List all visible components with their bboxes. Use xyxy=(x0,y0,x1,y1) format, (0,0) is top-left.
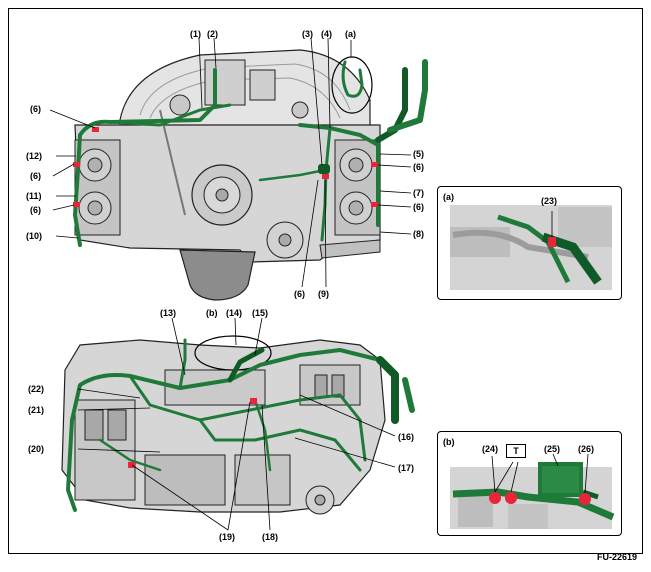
callout-20: (20) xyxy=(28,444,45,454)
callout-4: (4) xyxy=(321,29,332,39)
callout-1: (1) xyxy=(190,29,201,39)
callout-6-right-2: (6) xyxy=(413,202,424,212)
top-harness xyxy=(73,59,428,247)
inset-a-label: (a) xyxy=(443,192,454,202)
callout-14: (14) xyxy=(226,308,243,318)
callout-6-bottom: (6) xyxy=(294,289,305,299)
callout-13: (13) xyxy=(160,308,177,318)
callout-18: (18) xyxy=(262,532,279,542)
callout-b: (b) xyxy=(206,308,218,318)
callout-5: (5) xyxy=(413,149,424,159)
callout-9: (9) xyxy=(318,289,329,299)
callout-26: (26) xyxy=(578,444,595,454)
callout-15: (15) xyxy=(252,308,269,318)
top-connectors xyxy=(73,127,378,207)
bottom-connectors xyxy=(128,398,257,468)
callout-12: (12) xyxy=(26,151,43,161)
callout-17: (17) xyxy=(398,463,415,473)
callout-6-left-2: (6) xyxy=(30,205,41,215)
callout-25: (25) xyxy=(544,444,561,454)
callout-11: (11) xyxy=(26,191,42,201)
figure-id: FU-22619 xyxy=(596,552,637,562)
callout-6-top-left: (6) xyxy=(30,104,41,114)
bottom-leader-lines xyxy=(77,317,396,531)
callout-23: (23) xyxy=(541,196,558,206)
callout-16: (16) xyxy=(398,432,415,442)
figure-frame xyxy=(8,8,643,554)
callout-2: (2) xyxy=(207,29,218,39)
callout-21: (21) xyxy=(28,405,45,415)
callout-10: (10) xyxy=(26,231,43,241)
tightening-torque-box: T xyxy=(506,444,526,458)
callout-a: (a) xyxy=(345,29,356,39)
callout-7: (7) xyxy=(413,188,424,198)
callout-6-left-1: (6) xyxy=(30,171,41,181)
oil-pan xyxy=(179,249,256,301)
callout-19: (19) xyxy=(219,532,236,542)
callout-3: (3) xyxy=(302,29,313,39)
bottom-engine-view xyxy=(61,339,386,515)
detail-a-circle xyxy=(331,56,373,114)
callout-22: (22) xyxy=(28,384,45,394)
top-leader-lines xyxy=(49,37,412,288)
detail-inset-b: (b) (24) T (25) (26) xyxy=(437,431,622,536)
bottom-harness xyxy=(66,338,415,512)
inset-b-label: (b) xyxy=(443,437,455,447)
detail-inset-a: (a) (23) xyxy=(437,186,622,300)
callout-8: (8) xyxy=(413,229,424,239)
callout-24: (24) xyxy=(482,444,499,454)
inset-b-drawing xyxy=(450,453,615,529)
callout-6-right-1: (6) xyxy=(413,162,424,172)
inset-a-drawing xyxy=(450,205,612,290)
top-engine-view xyxy=(74,49,381,301)
